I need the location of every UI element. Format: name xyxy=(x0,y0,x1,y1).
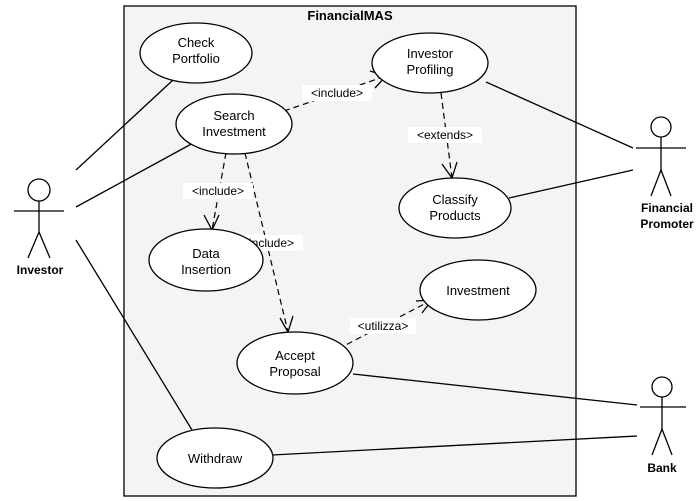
assoc-promoter-investor-profiling xyxy=(485,81,634,149)
actor-financial-promoter-line1: Financial xyxy=(641,201,693,215)
system-title: FinancialMAS xyxy=(307,8,393,23)
use-case-check-portfolio[interactable]: Check Portfolio xyxy=(139,22,253,84)
actor-investor[interactable]: Investor xyxy=(14,178,64,277)
assoc-investor-withdraw xyxy=(75,239,193,431)
use-case-data-insertion[interactable]: Data Insertion xyxy=(148,228,264,292)
use-case-accept-proposal-line2: Proposal xyxy=(269,364,320,379)
use-case-accept-proposal[interactable]: Accept Proposal xyxy=(236,331,354,395)
assoc-promoter-classify-products xyxy=(508,169,634,199)
actor-financial-promoter-icon xyxy=(636,116,686,197)
use-case-data-insertion-line2: Insertion xyxy=(181,262,231,277)
use-case-investment[interactable]: Investment xyxy=(419,259,537,321)
use-case-search-investment[interactable]: Search Investment xyxy=(175,93,293,155)
label-include-profiling: <include> xyxy=(311,86,363,100)
use-case-accept-proposal-line1: Accept xyxy=(275,348,315,363)
assoc-investor-check-portfolio xyxy=(75,79,174,171)
actor-financial-promoter-line2: Promoter xyxy=(640,217,694,231)
use-case-data-insertion-line1: Data xyxy=(192,246,220,261)
actor-bank-label: Bank xyxy=(647,461,677,475)
use-case-investor-profiling[interactable]: Investor Profiling xyxy=(371,32,489,94)
actor-investor-label: Investor xyxy=(17,263,64,277)
assoc-bank-accept-proposal xyxy=(352,373,638,406)
use-case-search-investment-line2: Investment xyxy=(202,124,266,139)
use-case-classify-products[interactable]: Classify Products xyxy=(398,177,512,239)
assoc-investor-search-investment xyxy=(75,141,196,208)
use-case-check-portfolio-line2: Portfolio xyxy=(172,51,220,66)
label-utilizza: <utilizza> xyxy=(358,319,409,333)
dep-include-data-line xyxy=(211,152,227,231)
label-include-data: <include> xyxy=(192,184,244,198)
use-case-investor-profiling-line1: Investor xyxy=(407,46,454,61)
use-case-search-investment-line1: Search xyxy=(213,108,254,123)
relation-labels: <include> <extends> <include> <include> … xyxy=(183,85,482,334)
use-case-withdraw[interactable]: Withdraw xyxy=(156,427,274,489)
use-case-check-portfolio-line1: Check xyxy=(178,35,215,50)
actor-financial-promoter[interactable]: Financial Promoter xyxy=(636,116,694,231)
use-case-classify-products-line1: Classify xyxy=(432,192,478,207)
actor-bank[interactable]: Bank xyxy=(640,376,686,475)
use-case-withdraw-line1: Withdraw xyxy=(188,451,243,466)
use-case-investment-line1: Investment xyxy=(446,283,510,298)
label-extends-classify: <extends> xyxy=(417,128,473,142)
use-case-classify-products-line2: Products xyxy=(429,208,481,223)
actor-investor-icon xyxy=(14,178,64,259)
associations xyxy=(75,79,638,456)
assoc-bank-withdraw xyxy=(271,435,638,456)
actor-bank-icon xyxy=(640,376,686,456)
use-case-investor-profiling-line2: Profiling xyxy=(407,62,454,77)
